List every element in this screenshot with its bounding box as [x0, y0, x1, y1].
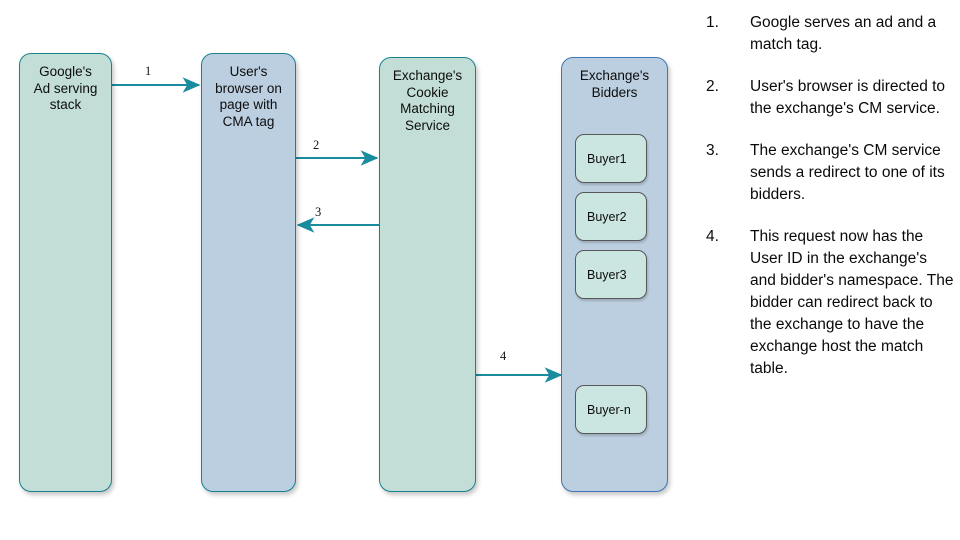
node-user-browser-label: User's browser on page with CMA tag: [215, 64, 282, 129]
arrow-1-label: 1: [145, 64, 152, 78]
buyer-box-1[interactable]: Buyer1: [575, 134, 647, 183]
buyer-box-3-label: Buyer3: [587, 267, 627, 282]
buyer-box-n-label: Buyer-n: [587, 402, 631, 417]
step-3-number: 3.: [706, 142, 719, 159]
step-1-text: Google serves an ad and a match tag.: [750, 14, 937, 53]
step-item-1: 1. Google serves an ad and a match tag.: [706, 12, 956, 56]
step-item-2: 2. User's browser is directed to the exc…: [706, 76, 956, 120]
step-2-text: User's browser is directed to the exchan…: [750, 78, 946, 117]
buyer-box-n[interactable]: Buyer-n: [575, 385, 647, 434]
buyer-box-3[interactable]: Buyer3: [575, 250, 647, 299]
node-cookie-matching-service-label: Exchange's Cookie Matching Service: [392, 68, 463, 133]
step-item-4: 4. This request now has the User ID in t…: [706, 226, 956, 380]
node-ad-serving-stack-label: Google's Ad serving stack: [33, 64, 98, 112]
node-cookie-matching-service[interactable]: Exchange's Cookie Matching Service: [379, 57, 476, 492]
node-ad-serving-stack[interactable]: Google's Ad serving stack: [19, 53, 112, 492]
node-exchange-bidders-label: Exchange's Bidders: [579, 68, 650, 100]
step-2-number: 2.: [706, 78, 719, 95]
step-4-number: 4.: [706, 228, 719, 245]
step-1-number: 1.: [706, 14, 719, 31]
step-4-text: This request now has the User ID in the …: [750, 228, 954, 377]
buyer-box-2[interactable]: Buyer2: [575, 192, 647, 241]
arrow-4-label: 4: [500, 349, 507, 363]
buyer-box-2-label: Buyer2: [587, 209, 627, 224]
step-item-3: 3. The exchange's CM service sends a red…: [706, 140, 956, 206]
buyer-box-1-label: Buyer1: [587, 151, 627, 166]
arrow-3-label: 3: [315, 205, 322, 219]
node-user-browser[interactable]: User's browser on page with CMA tag: [201, 53, 296, 492]
steps-list: 1. Google serves an ad and a match tag. …: [706, 12, 956, 400]
arrow-2-label: 2: [313, 138, 320, 152]
step-3-text: The exchange's CM service sends a redire…: [750, 142, 945, 203]
